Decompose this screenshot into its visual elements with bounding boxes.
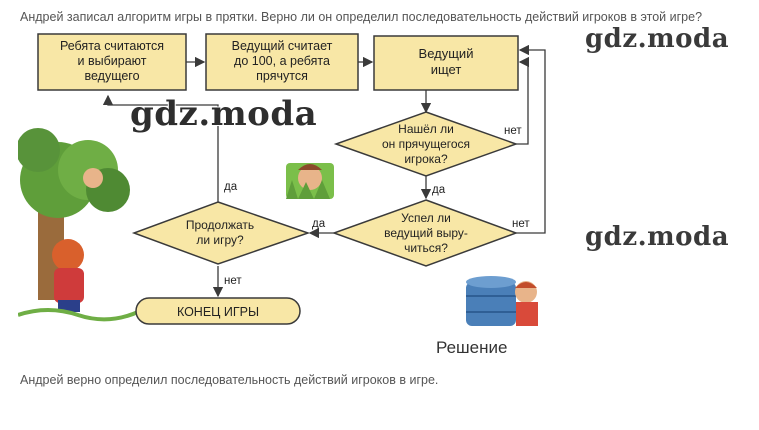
- svg-text:Нашёл ли: Нашёл ли: [398, 122, 454, 136]
- svg-text:он прячущегося: он прячущегося: [382, 137, 470, 151]
- question-text: Андрей записал алгоритм игры в прятки. В…: [20, 10, 703, 24]
- label-d2-no: нет: [512, 218, 530, 230]
- label-d3-yes: да: [224, 181, 238, 193]
- svg-text:Продолжать: Продолжать: [186, 218, 254, 232]
- flowchart-connectors: [102, 44, 546, 298]
- flow-diamond-continue: Продолжать ли игру?: [131, 201, 311, 265]
- svg-text:до 100, а ребята: до 100, а ребята: [234, 54, 330, 68]
- label-d1-yes: да: [432, 184, 446, 196]
- flowchart-figure: Ребята считаются и выбирают ведущего Вед…: [18, 33, 546, 326]
- hiding-child-face: [83, 168, 103, 188]
- watermark-center: gdz.moda: [130, 94, 318, 134]
- label-d2-yes: да: [312, 218, 326, 230]
- flow-box-choose-leader: Ребята считаются и выбирают ведущего: [37, 33, 187, 91]
- flow-box-count-hide: Ведущий считает до 100, а ребята прячутс…: [205, 33, 359, 91]
- flow-terminal-end: КОНЕЦ ИГРЫ: [135, 297, 301, 325]
- grass-child-face: [298, 166, 322, 190]
- solution-title: Решение: [436, 338, 508, 357]
- svg-text:ищет: ищет: [431, 62, 462, 77]
- barrel: [466, 282, 516, 326]
- flow-diamond-escaped: Успел ли ведущий выру- читься?: [331, 199, 519, 267]
- watermark-top-right: gdz.moda: [585, 24, 730, 54]
- arrow-d3-yes-loop: [102, 94, 219, 202]
- seeker-child-head: [52, 239, 84, 271]
- flow-box-leader-searches: Ведущий ищет: [373, 35, 519, 91]
- tree-illustration: [18, 128, 139, 322]
- svg-text:и выбирают: и выбирают: [78, 54, 147, 68]
- svg-text:Ведущий считает: Ведущий считает: [232, 39, 333, 53]
- answer-text: Андрей верно определил последовательност…: [20, 373, 439, 387]
- svg-text:Успел ли: Успел ли: [401, 211, 451, 225]
- arrow-d1-no-loop: [516, 56, 530, 145]
- barrel-illustration: [466, 276, 538, 326]
- arrow-d2-no-loop: [516, 44, 546, 234]
- label-d3-no: нет: [224, 275, 242, 287]
- watermark-right: gdz.moda: [585, 222, 730, 252]
- svg-text:Ребята считаются: Ребята считаются: [60, 39, 164, 53]
- svg-text:ли игру?: ли игру?: [196, 233, 244, 247]
- svg-text:прячутся: прячутся: [256, 69, 308, 83]
- svg-text:КОНЕЦ ИГРЫ: КОНЕЦ ИГРЫ: [177, 305, 259, 319]
- svg-text:ведущий выру-: ведущий выру-: [384, 226, 468, 240]
- svg-text:Ведущий: Ведущий: [419, 46, 474, 61]
- flow-diamond-found: Нашёл ли он прячущегося игрока?: [333, 111, 519, 177]
- grass-child-illustration: [286, 163, 334, 199]
- svg-text:игрока?: игрока?: [404, 152, 448, 166]
- label-d1-no: нет: [504, 125, 522, 137]
- seeker-child-body: [54, 268, 84, 303]
- svg-text:читься?: читься?: [404, 241, 448, 255]
- svg-text:ведущего: ведущего: [84, 69, 139, 83]
